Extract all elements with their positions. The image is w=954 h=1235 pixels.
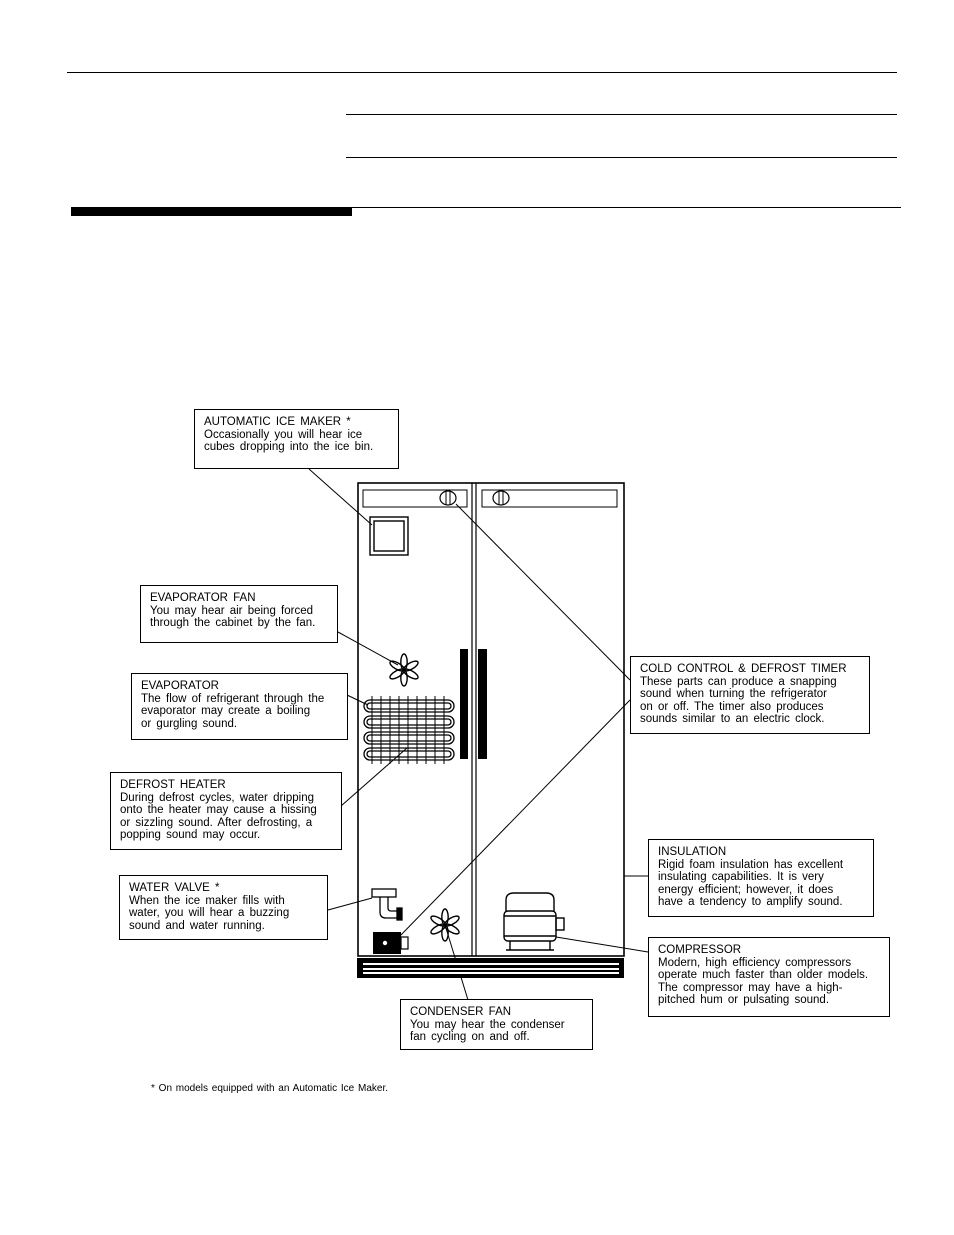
fresh-food-control-panel xyxy=(481,489,618,508)
callout-defrost-heater: DEFROST HEATER During defrost cycles, wa… xyxy=(110,772,342,850)
fresh-food-door-handle xyxy=(478,649,487,759)
callout-body: These parts can produce a snapping sound… xyxy=(640,675,837,726)
condenser-fan-icon xyxy=(430,908,460,942)
callout-title: INSULATION xyxy=(658,846,727,858)
base-grille xyxy=(357,958,624,978)
evaporator-fan-icon xyxy=(389,653,419,687)
leader-water-valve xyxy=(327,897,373,911)
leader-defrost-heater xyxy=(340,747,408,807)
header-rule-top xyxy=(67,72,897,73)
callout-body: Rigid foam insulation has excellent insu… xyxy=(658,858,844,909)
evaporator-coil-icon xyxy=(363,699,455,761)
defrost-heater-icon xyxy=(371,696,445,764)
callout-title: COLD CONTROL & DEFROST TIMER xyxy=(640,663,847,675)
water-valve-icon xyxy=(371,888,403,921)
fresh-food-dial-icon xyxy=(492,490,510,506)
leader-evap-fan xyxy=(337,631,399,666)
callout-body: When the ice maker fills with water, you… xyxy=(129,894,290,932)
header-rule-low xyxy=(346,157,897,158)
callout-evaporator: EVAPORATOR The flow of refrigerant throu… xyxy=(131,673,348,740)
compressor-icon xyxy=(503,892,565,951)
callout-body: You may hear air being forced through th… xyxy=(150,604,316,630)
ice-maker-icon xyxy=(369,516,409,556)
callout-body: During defrost cycles, water dripping on… xyxy=(120,791,317,842)
leader-ice-maker xyxy=(308,468,373,526)
callout-condenser-fan: CONDENSER FAN You may hear the condenser… xyxy=(400,999,593,1050)
leader-cold-control xyxy=(455,503,631,681)
callout-water-valve: WATER VALVE * When the ice maker fills w… xyxy=(119,875,328,940)
callout-compressor: COMPRESSOR Modern, high efficiency compr… xyxy=(648,937,890,1017)
cabinet-outline xyxy=(357,482,625,957)
callout-automatic-ice-maker: AUTOMATIC ICE MAKER * Occasionally you w… xyxy=(194,409,399,469)
callout-body: Occasionally you will hear ice cubes dro… xyxy=(204,428,374,454)
header-rule-mid xyxy=(346,114,897,115)
section-bar-thick xyxy=(71,207,352,216)
callout-title: EVAPORATOR FAN xyxy=(150,592,256,604)
callout-body: Modern, high efficiency compressors oper… xyxy=(658,956,869,1007)
callout-body: You may hear the condenser fan cycling o… xyxy=(410,1018,565,1044)
callout-title: DEFROST HEATER xyxy=(120,779,226,791)
freezer-control-panel xyxy=(362,489,468,508)
defrost-timer-icon xyxy=(373,932,409,954)
freezer-door-handle xyxy=(460,649,468,759)
footnote-ice-maker: * On models equipped with an Automatic I… xyxy=(151,1083,389,1094)
callout-evaporator-fan: EVAPORATOR FAN You may hear air being fo… xyxy=(140,585,338,643)
callout-insulation: INSULATION Rigid foam insulation has exc… xyxy=(648,839,874,917)
callout-title: COMPRESSOR xyxy=(658,944,742,956)
section-rule-thin xyxy=(352,207,901,208)
freezer-dial-icon xyxy=(439,490,457,506)
callout-title: CONDENSER FAN xyxy=(410,1006,512,1018)
callout-body: The flow of refrigerant through the evap… xyxy=(141,692,325,730)
refrigerator-cabinet xyxy=(357,482,625,957)
callout-title: WATER VALVE * xyxy=(129,882,220,894)
leader-compressor xyxy=(555,936,649,953)
leader-timer xyxy=(397,699,631,939)
callout-title: EVAPORATOR xyxy=(141,680,219,692)
callout-title: AUTOMATIC ICE MAKER * xyxy=(204,416,351,428)
callout-cold-control-defrost-timer: COLD CONTROL & DEFROST TIMER These parts… xyxy=(630,656,870,734)
